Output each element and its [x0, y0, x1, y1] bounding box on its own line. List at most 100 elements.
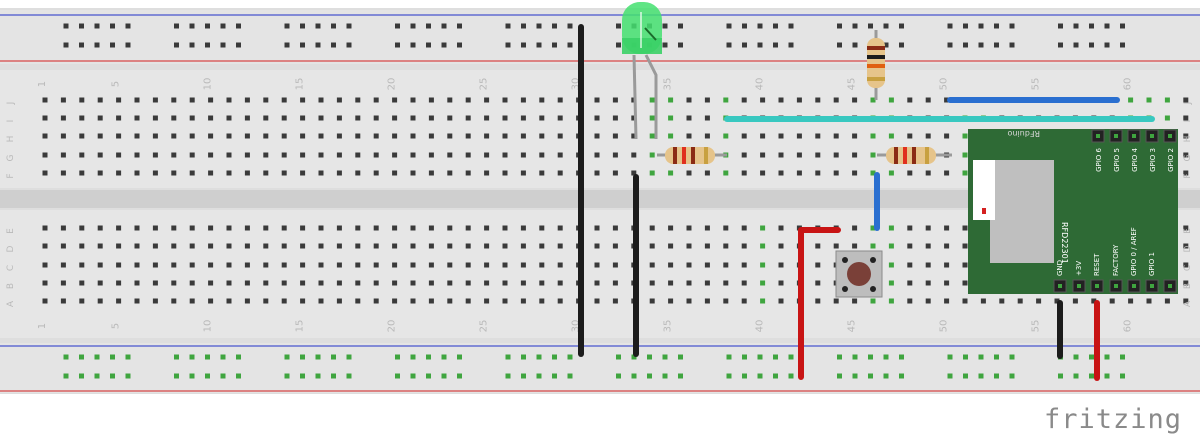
breadboard-hole[interactable] — [205, 373, 210, 379]
breadboard-hole[interactable] — [649, 262, 655, 268]
breadboard-hole[interactable] — [1120, 373, 1125, 379]
breadboard-hole[interactable] — [502, 97, 508, 103]
breadboard-hole[interactable] — [484, 298, 490, 304]
breadboard-hole[interactable] — [392, 225, 398, 231]
breadboard-hole[interactable] — [171, 170, 177, 176]
breadboard-hole[interactable] — [502, 243, 508, 249]
breadboard-hole[interactable] — [1183, 133, 1189, 139]
breadboard-hole[interactable] — [392, 298, 398, 304]
breadboard-hole[interactable] — [686, 225, 692, 231]
breadboard-hole[interactable] — [79, 298, 85, 304]
breadboard-hole[interactable] — [704, 280, 710, 286]
breadboard-hole[interactable] — [837, 23, 842, 29]
breadboard-hole[interactable] — [410, 373, 416, 379]
breadboard-hole[interactable] — [226, 97, 232, 103]
breadboard-hole[interactable] — [428, 280, 434, 286]
breadboard-hole[interactable] — [1164, 298, 1170, 304]
breadboard-hole[interactable] — [796, 133, 802, 139]
breadboard-hole[interactable] — [502, 262, 508, 268]
breadboard-hole[interactable] — [300, 262, 306, 268]
breadboard-hole[interactable] — [757, 354, 763, 360]
breadboard-hole[interactable] — [484, 280, 490, 286]
breadboard-hole[interactable] — [42, 243, 48, 249]
breadboard-hole[interactable] — [1017, 298, 1023, 304]
breadboard-hole[interactable] — [428, 262, 434, 268]
breadboard-hole[interactable] — [60, 152, 66, 158]
breadboard-hole[interactable] — [281, 298, 287, 304]
breadboard-hole[interactable] — [852, 373, 858, 379]
breadboard-hole[interactable] — [79, 42, 84, 48]
breadboard-hole[interactable] — [428, 170, 434, 176]
breadboard-hole[interactable] — [208, 225, 214, 231]
breadboard-hole[interactable] — [925, 225, 931, 231]
breadboard-hole[interactable] — [899, 354, 904, 360]
breadboard-hole[interactable] — [189, 354, 195, 360]
breadboard-hole[interactable] — [42, 152, 48, 158]
breadboard-hole[interactable] — [226, 152, 232, 158]
breadboard-hole[interactable] — [110, 42, 115, 48]
breadboard-hole[interactable] — [616, 23, 621, 29]
breadboard-hole[interactable] — [441, 23, 447, 29]
breadboard-hole[interactable] — [457, 354, 462, 360]
breadboard-hole[interactable] — [678, 42, 683, 48]
breadboard-hole[interactable] — [373, 170, 379, 176]
breadboard-hole[interactable] — [236, 23, 241, 29]
breadboard-hole[interactable] — [484, 170, 490, 176]
breadboard-hole[interactable] — [833, 133, 839, 139]
breadboard-hole[interactable] — [742, 42, 747, 48]
breadboard-hole[interactable] — [612, 298, 618, 304]
breadboard-hole[interactable] — [355, 133, 361, 139]
breadboard-hole[interactable] — [428, 97, 434, 103]
breadboard-hole[interactable] — [631, 170, 637, 176]
breadboard-hole[interactable] — [244, 115, 250, 121]
breadboard-hole[interactable] — [870, 298, 876, 304]
breadboard-hole[interactable] — [815, 243, 821, 249]
breadboard-hole[interactable] — [868, 354, 873, 360]
breadboard-hole[interactable] — [244, 298, 250, 304]
breadboard-hole[interactable] — [79, 280, 85, 286]
breadboard-hole[interactable] — [760, 243, 766, 249]
breadboard-hole[interactable] — [962, 243, 968, 249]
breadboard-hole[interactable] — [244, 262, 250, 268]
breadboard-hole[interactable] — [741, 225, 747, 231]
breadboard-hole[interactable] — [395, 354, 400, 360]
breadboard-hole[interactable] — [1104, 42, 1110, 48]
breadboard-hole[interactable] — [539, 115, 545, 121]
breadboard-hole[interactable] — [888, 262, 894, 268]
breadboard-hole[interactable] — [1073, 354, 1079, 360]
breadboard-hole[interactable] — [447, 152, 453, 158]
breadboard-hole[interactable] — [189, 152, 195, 158]
breadboard-hole[interactable] — [1089, 23, 1094, 29]
breadboard-hole[interactable] — [318, 280, 324, 286]
breadboard-hole[interactable] — [171, 298, 177, 304]
breadboard-hole[interactable] — [726, 42, 732, 48]
breadboard-hole[interactable] — [60, 262, 66, 268]
breadboard-hole[interactable] — [1058, 373, 1063, 379]
breadboard-hole[interactable] — [567, 373, 573, 379]
breadboard-hole[interactable] — [594, 262, 600, 268]
breadboard-hole[interactable] — [870, 243, 876, 249]
breadboard-hole[interactable] — [662, 373, 668, 379]
breadboard-hole[interactable] — [392, 97, 398, 103]
breadboard-hole[interactable] — [79, 97, 85, 103]
breadboard-hole[interactable] — [244, 170, 250, 176]
breadboard-hole[interactable] — [79, 354, 84, 360]
breadboard-hole[interactable] — [189, 115, 195, 121]
breadboard-hole[interactable] — [244, 225, 250, 231]
breadboard-hole[interactable] — [42, 298, 48, 304]
breadboard-hole[interactable] — [815, 280, 821, 286]
breadboard-hole[interactable] — [723, 97, 729, 103]
breadboard-hole[interactable] — [1073, 23, 1079, 29]
breadboard-hole[interactable] — [134, 280, 140, 286]
breadboard-hole[interactable] — [741, 170, 747, 176]
breadboard-hole[interactable] — [189, 42, 195, 48]
breadboard-hole[interactable] — [678, 373, 683, 379]
breadboard-hole[interactable] — [567, 42, 573, 48]
breadboard-hole[interactable] — [484, 97, 490, 103]
breadboard-hole[interactable] — [171, 97, 177, 103]
breadboard-hole[interactable] — [668, 280, 674, 286]
breadboard-hole[interactable] — [410, 262, 416, 268]
breadboard-hole[interactable] — [300, 298, 306, 304]
breadboard-hole[interactable] — [1120, 42, 1125, 48]
breadboard-hole[interactable] — [723, 133, 729, 139]
